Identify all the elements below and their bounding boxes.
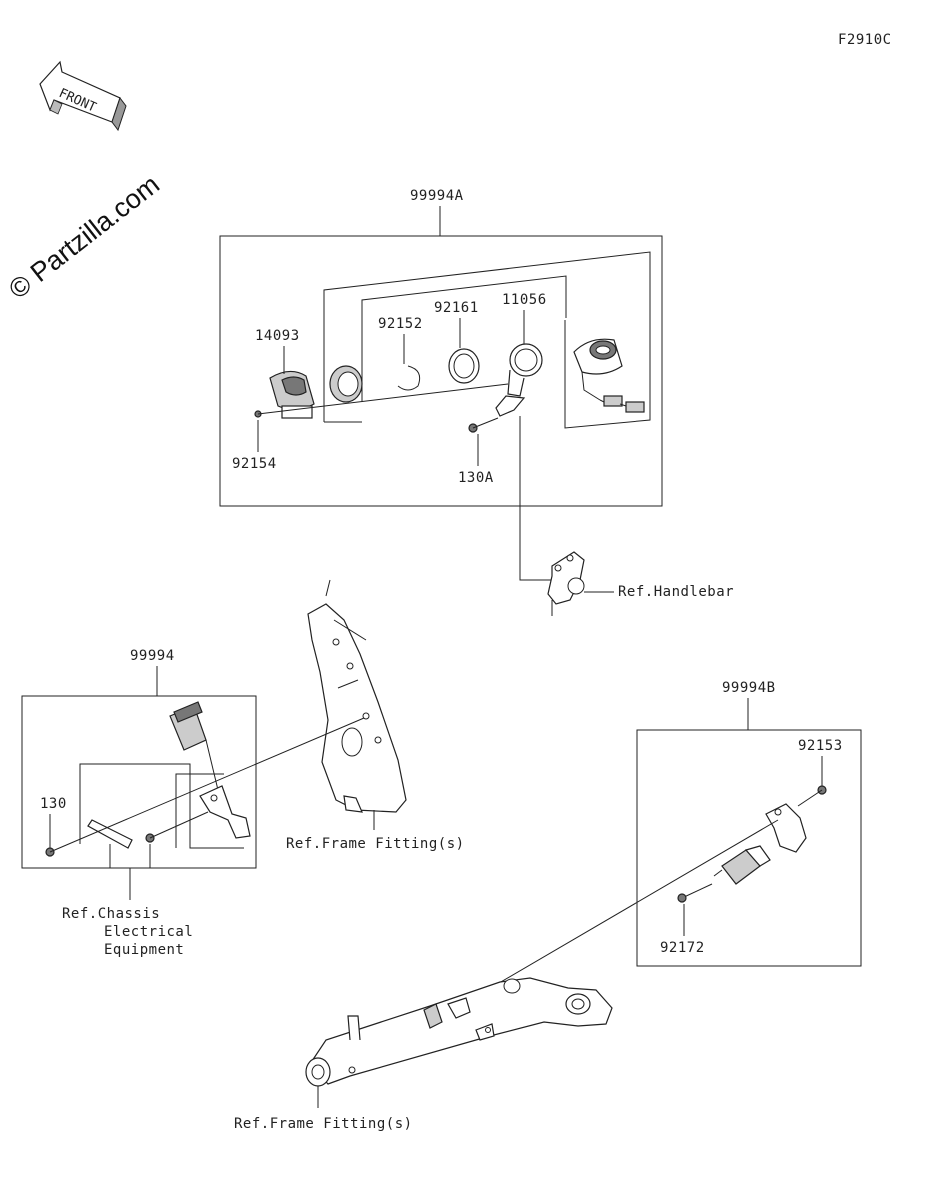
part-92161-oring [448,348,480,384]
group-label-99994A: 99994A [410,188,464,204]
part-label-92152: 92152 [378,316,423,332]
part-bracket [199,785,251,839]
part-sensor [713,845,771,885]
part-strap [87,819,133,849]
ref-chassis-line2: Electrical [104,924,193,940]
part-label-14093: 14093 [255,328,300,344]
group-box-99994A [219,235,663,507]
part-label-11056: 11056 [502,292,547,308]
group-box-99994B [636,729,862,967]
part-11056-bracket [495,343,543,417]
frame-fitting-upper [307,579,407,813]
watermark: © Partzilla.com [3,169,165,305]
group-label-99994B: 99994B [722,680,776,696]
part-label-92153: 92153 [798,738,843,754]
part-circlip [397,365,421,391]
figure-code: F2910C [838,32,892,48]
part-92172-bolt [677,883,713,903]
part-sensor-bracket [765,803,807,853]
group-label-99994: 99994 [130,648,175,664]
part-label-92161: 92161 [434,300,479,316]
part-14093-cover [269,370,315,419]
group-99994A: 99994A 14093 92152 92161 [219,188,663,507]
ref-chassis-line1: Ref.Chassis [62,906,160,922]
frame-fitting-lower [305,977,613,1087]
part-label-130A: 130A [458,470,494,486]
part-power-socket [573,338,645,413]
ref-chassis-line3: Equipment [104,942,184,958]
front-direction-arrow-icon: FRONT [39,60,127,132]
part-connector [169,701,219,791]
group-99994: 99994 130 [21,648,365,869]
part-label-130: 130 [40,796,67,812]
ref-frame-fitting-2: Ref.Frame Fitting(s) [234,1116,413,1132]
ref-frame-fitting-1: Ref.Frame Fitting(s) [286,836,465,852]
part-label-92154: 92154 [232,456,277,472]
handlebar-clamp-ref [547,551,585,616]
part-label-92172: 92172 [660,940,705,956]
part-92152-grommet [329,365,363,403]
group-box-99994 [21,695,257,869]
ref-handlebar: Ref.Handlebar [618,584,734,600]
group-99994B: 99994B 92153 92172 [636,680,862,967]
